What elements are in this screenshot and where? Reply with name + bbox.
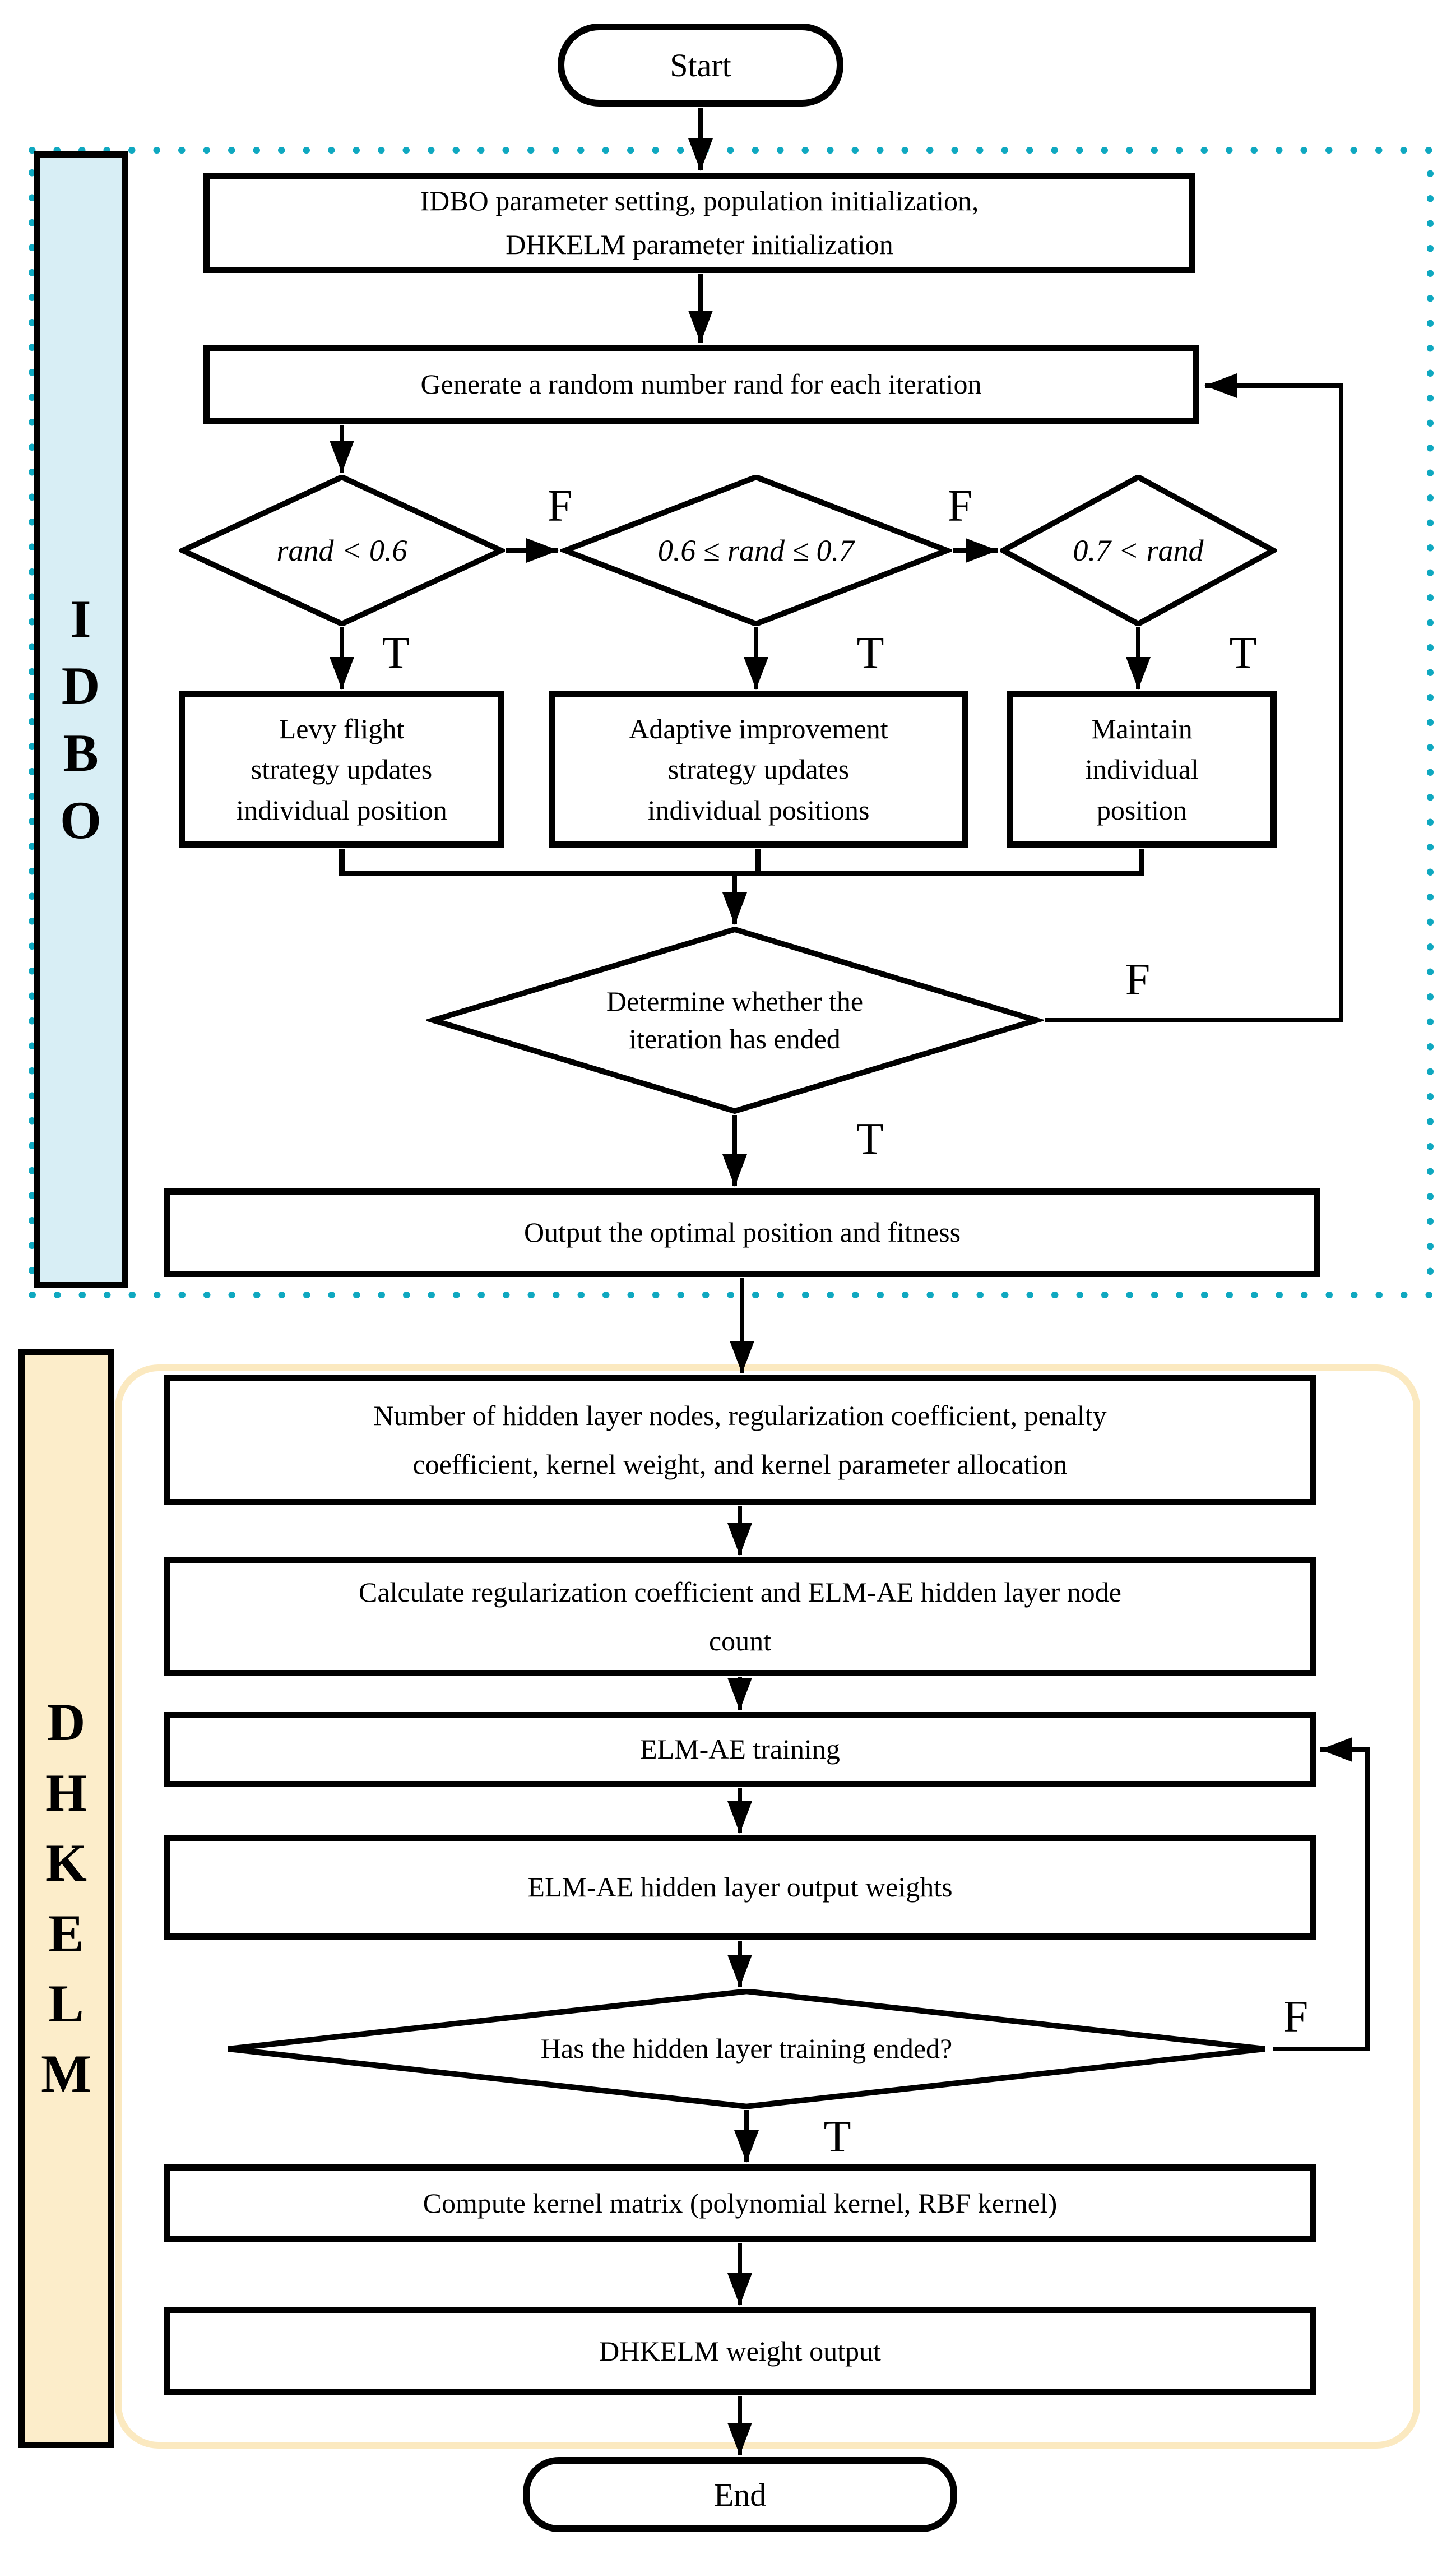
diamond-shape: [426, 927, 1044, 1114]
decision-hidden-training-ended: Has the hidden layer training ended?: [221, 1989, 1272, 2109]
branch-label-true: T: [1229, 628, 1257, 678]
process-parameter-allocation: Number of hidden layer nodes, regulariza…: [164, 1375, 1316, 1505]
branch-label-true: T: [856, 1114, 884, 1164]
process-elmae-training: ELM-AE training: [164, 1712, 1316, 1787]
branch-label-true: T: [856, 628, 884, 678]
branch-label-true: T: [382, 628, 410, 678]
dhkelm-section-label: D H K E L M: [41, 1692, 91, 2104]
process-calc-regularization: Calculate regularization coefficient and…: [164, 1557, 1316, 1676]
start-node: Start: [558, 24, 843, 107]
idbo-section-label: I D B O: [60, 589, 101, 850]
decision-label: rand < 0.6: [276, 533, 407, 567]
diamond-shape: [560, 475, 952, 626]
decision-iteration-ended: Determine whether the iteration has ende…: [426, 927, 1044, 1114]
decision-label: 0.7 < rand: [1073, 533, 1204, 567]
process-adaptive-improvement: Adaptive improvement strategy updates in…: [549, 691, 968, 848]
branch-label-false: F: [1125, 955, 1151, 1005]
process-generate-rand: Generate a random number rand for each i…: [203, 345, 1199, 424]
decision-label: Has the hidden layer training ended?: [540, 2033, 953, 2065]
idbo-section-strip: I D B O: [34, 151, 128, 1288]
branch-label-false: F: [547, 482, 573, 531]
branch-label-false: F: [1283, 1992, 1309, 2042]
process-init: IDBO parameter setting, population initi…: [203, 173, 1195, 273]
decision-rand-mid: 0.6 ≤ rand ≤ 0.7: [560, 475, 952, 626]
decision-label: 0.6 ≤ rand ≤ 0.7: [657, 533, 855, 567]
dhkelm-section-strip: D H K E L M: [18, 1349, 114, 2448]
dhkelm-region-border: [115, 1364, 1420, 2449]
diamond-shape: [221, 1989, 1272, 2109]
process-maintain-position: Maintain individual position: [1007, 691, 1277, 848]
process-dhkelm-weight-output: DHKELM weight output: [164, 2307, 1316, 2395]
decision-label: Determine whether the iteration has ende…: [606, 985, 864, 1055]
branch-label-false: F: [947, 482, 973, 531]
process-output-optimal: Output the optimal position and fitness: [164, 1188, 1320, 1277]
decision-rand-lt-0-6: rand < 0.6: [179, 475, 505, 626]
process-elmae-weights: ELM-AE hidden layer output weights: [164, 1835, 1316, 1940]
diamond-shape: [179, 475, 505, 626]
decision-rand-gt-0-7: 0.7 < rand: [1000, 475, 1277, 626]
end-node: End: [523, 2457, 957, 2532]
branch-label-true: T: [823, 2112, 851, 2162]
process-compute-kernel: Compute kernel matrix (polynomial kernel…: [164, 2164, 1316, 2242]
idbo-region-border: [29, 147, 1434, 1298]
process-levy-flight: Levy flight strategy updates individual …: [179, 691, 504, 848]
diamond-shape: [1000, 475, 1277, 626]
